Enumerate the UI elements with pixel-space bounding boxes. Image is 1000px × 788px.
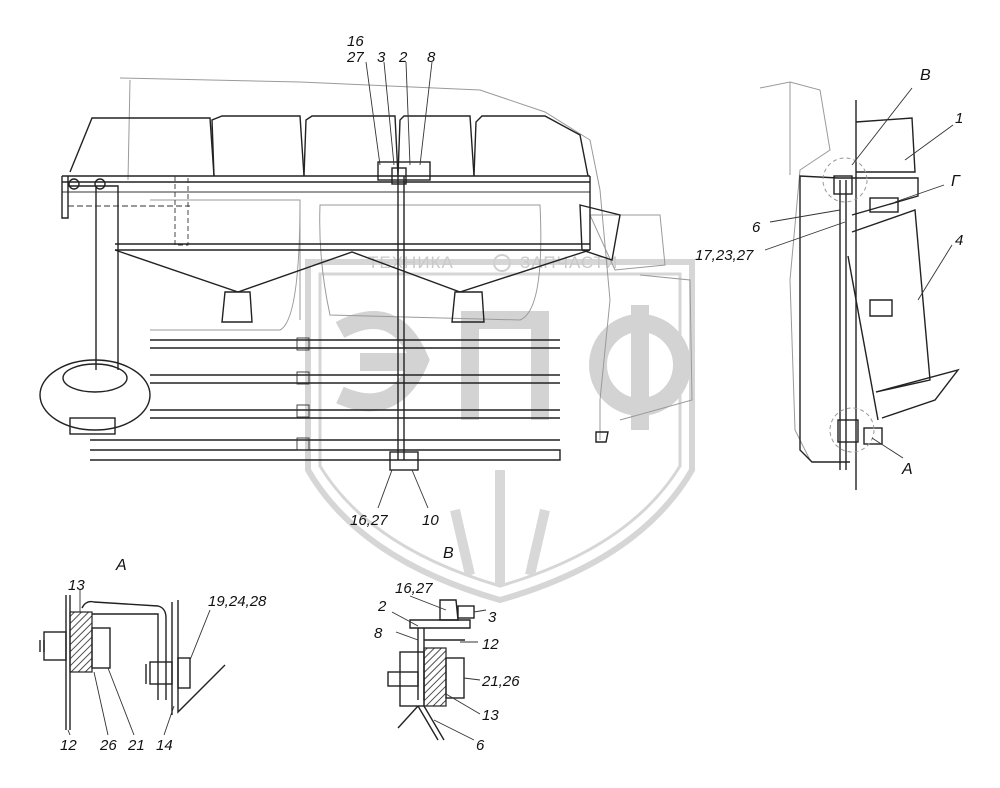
label-2-detail-b: 2 [377, 598, 387, 615]
label-3-detail-b: 3 [488, 609, 497, 626]
label-3-top: 3 [377, 49, 386, 66]
side-view-leaders [764, 87, 954, 459]
watermark-logo [335, 305, 691, 430]
label-16-27-detail-b: 16,27 [395, 580, 433, 597]
side-view [759, 81, 960, 490]
label-2-top: 2 [398, 49, 408, 66]
watermark-wheat [450, 470, 550, 585]
tank-cylinder [39, 359, 151, 431]
label-21-26-detail-b: 21,26 [481, 673, 520, 690]
label-13-detail-a: 13 [68, 577, 85, 594]
label-12-detail-a: 12 [60, 737, 77, 754]
detail-a [39, 595, 226, 730]
label-26-detail-a: 26 [99, 737, 117, 754]
label-4-side: 4 [955, 232, 963, 249]
watermark-left-text: ТЕХНИКА [368, 253, 454, 272]
label-19-24-28-detail-a: 19,24,28 [208, 593, 267, 610]
label-G-side: Г [951, 173, 961, 190]
label-16-top: 16 [347, 33, 364, 50]
label-12-detail-b: 12 [482, 636, 499, 653]
detail-a-leaders [67, 590, 211, 736]
label-V-side: В [920, 67, 931, 84]
detail-b-title: В [443, 545, 454, 562]
label-6-detail-b: 6 [476, 737, 485, 754]
label-27-top: 27 [346, 49, 364, 66]
watermark: ТЕХНИКА ЗАПЧАСТИ [305, 253, 695, 604]
label-14-detail-a: 14 [156, 737, 173, 754]
label-8-top: 8 [427, 49, 436, 66]
label-21-detail-a: 21 [127, 737, 145, 754]
detail-a-title: А [115, 557, 127, 574]
label-8-detail-b: 8 [374, 625, 383, 642]
gear-icon [493, 254, 511, 272]
label-1-side: 1 [955, 110, 963, 127]
label-6-side: 6 [752, 219, 761, 236]
detail-b-leaders [391, 595, 487, 741]
detail-b [387, 599, 475, 741]
label-16-27-bottom: 16,27 [350, 512, 388, 529]
main-view-leaders [365, 61, 433, 509]
watermark-right-text: ЗАПЧАСТИ [520, 253, 618, 272]
label-13-detail-b: 13 [482, 707, 499, 724]
label-17-23-27-side: 17,23,27 [695, 247, 754, 264]
main-front-view [39, 77, 693, 471]
label-10-bottom: 10 [422, 512, 439, 529]
label-A-side: А [901, 461, 913, 478]
